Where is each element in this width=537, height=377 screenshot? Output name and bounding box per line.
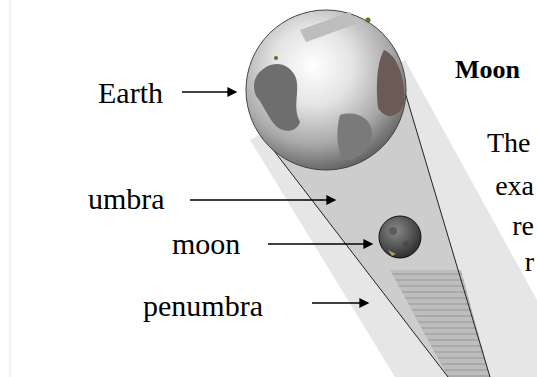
umbra-label: umbra xyxy=(88,182,165,215)
title-heading: Moon xyxy=(455,56,520,85)
umbra-texture xyxy=(390,270,490,377)
body-text: re xyxy=(512,211,534,242)
frame-line xyxy=(10,0,11,377)
penumbra-label: penumbra xyxy=(143,289,263,322)
moon-disc xyxy=(379,216,421,258)
umbra-edge xyxy=(258,130,448,377)
body-text: The xyxy=(487,128,531,159)
leader-arrows xyxy=(182,88,372,307)
moon-label: moon xyxy=(172,227,240,260)
earth-globe xyxy=(246,10,406,170)
earth-label: Earth xyxy=(98,76,163,109)
body-text: exa xyxy=(495,171,534,202)
body-text: r xyxy=(525,247,534,278)
